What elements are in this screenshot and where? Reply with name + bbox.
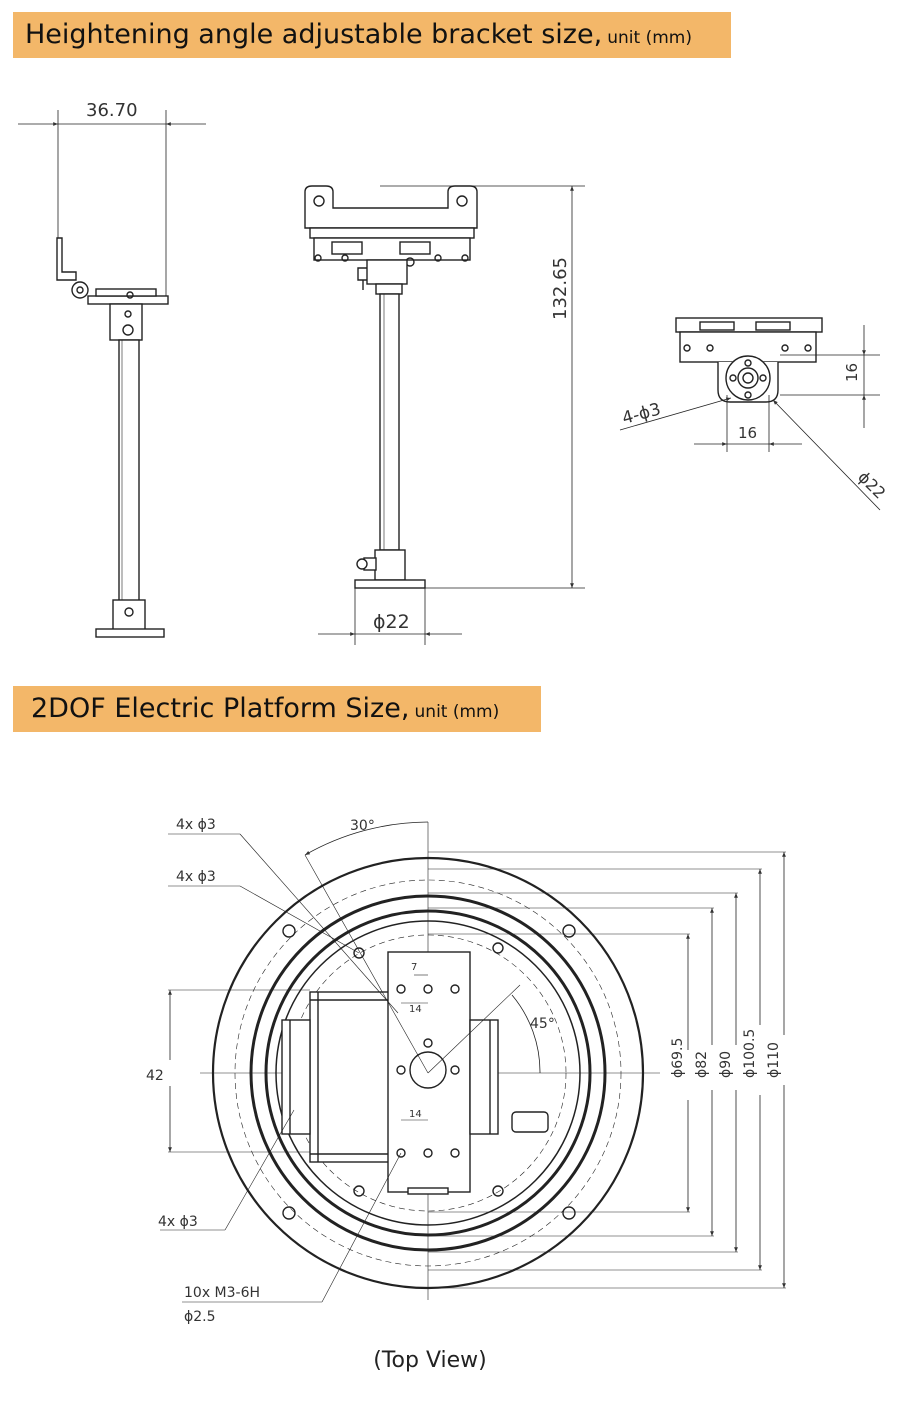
dim-100: ϕ100.5: [742, 1029, 758, 1078]
dim-42: 42: [146, 1068, 164, 1084]
section2-unit: unit (mm): [414, 702, 500, 722]
section1-title: Heightening angle adjustable bracket siz…: [25, 19, 603, 50]
dim-69: ϕ69.5: [670, 1038, 686, 1078]
dim-width-top: 36.70: [86, 100, 138, 121]
dim-14b: 14: [409, 1109, 422, 1120]
dim-circle-dia: ϕ22: [854, 467, 889, 502]
dim-thread-line1: 10x M3-6H: [184, 1285, 260, 1301]
platform-top-view: [160, 821, 786, 1303]
dim-7: 7: [411, 962, 417, 973]
dim-sq-h: 16: [843, 363, 861, 382]
dim-holes: 4-ϕ3: [620, 399, 663, 428]
section1-banner: Heightening angle adjustable bracket siz…: [13, 12, 731, 58]
dim-angle45: 45°: [530, 1016, 555, 1032]
dim-thread-line2: ϕ2.5: [184, 1309, 216, 1325]
dim-holes-a: 4x ϕ3: [176, 817, 216, 833]
dim-14a: 14: [409, 1004, 422, 1015]
bracket-bottom-view: [619, 317, 881, 511]
dim-holes-b: 4x ϕ3: [176, 869, 216, 885]
section2-title: 2DOF Electric Platform Size,: [31, 693, 410, 724]
dim-sq-w: 16: [738, 424, 757, 442]
bracket-side-view: [18, 110, 206, 638]
dim-height: 132.65: [550, 257, 571, 320]
dim-110: ϕ110: [766, 1042, 782, 1078]
dim-base-dia: ϕ22: [373, 611, 410, 633]
dim-82: ϕ82: [694, 1051, 710, 1078]
section1-unit: unit (mm): [607, 28, 692, 48]
dim-90: ϕ90: [718, 1051, 734, 1078]
dim-angle30: 30°: [350, 818, 375, 834]
dim-holes-c: 4x ϕ3: [158, 1214, 198, 1230]
bracket-front-view: [304, 185, 585, 645]
section2-banner: 2DOF Electric Platform Size, unit (mm): [13, 686, 541, 732]
view-caption: (Top View): [373, 1348, 487, 1373]
